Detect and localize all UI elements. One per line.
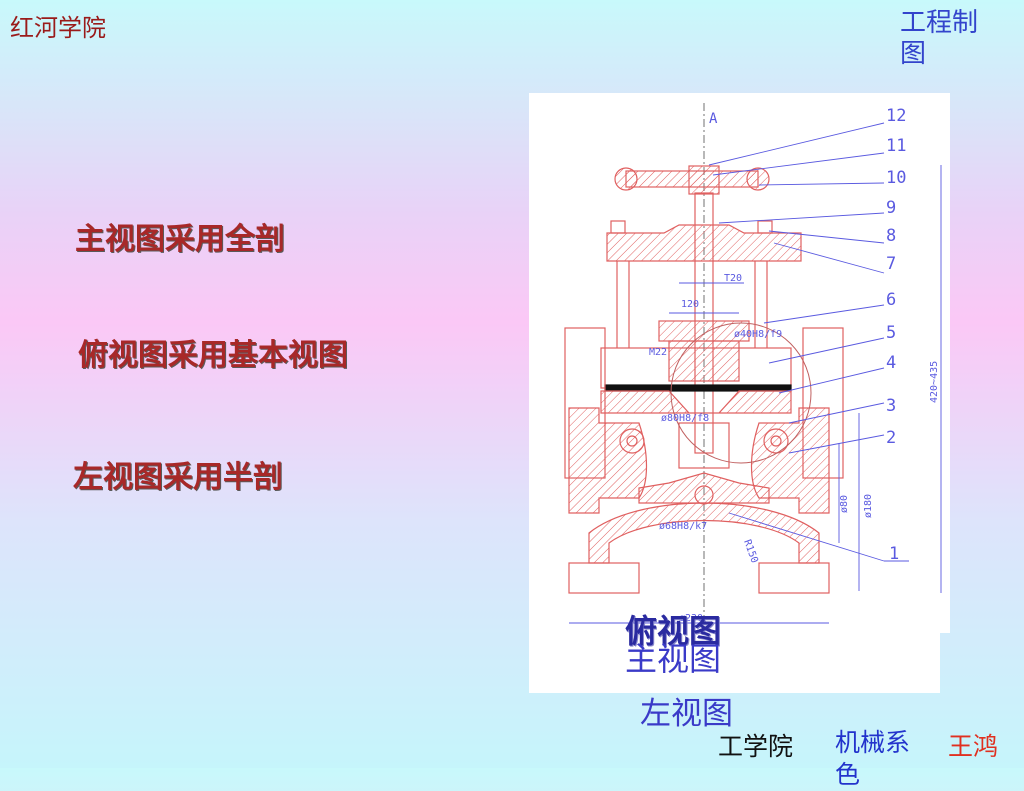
valve-drawing: A 12 11 10 9 8 7 6 5 4 3 2 1 T20 120 ø40… bbox=[564, 103, 942, 633]
dim-label: R150 bbox=[741, 538, 760, 564]
top-view-caption: 俯视图 bbox=[625, 612, 722, 650]
front-view-caption: 主视图 bbox=[625, 640, 722, 678]
part-number: 5 bbox=[886, 323, 896, 343]
footer-dept: 机械系色 bbox=[835, 728, 911, 789]
bullet-front-view: 主视图采用全剖 bbox=[75, 222, 285, 257]
part-number: 7 bbox=[886, 254, 896, 274]
bullet-left-view: 左视图采用半剖 bbox=[73, 460, 283, 495]
part-number: 9 bbox=[886, 198, 896, 218]
part-number: 6 bbox=[886, 290, 896, 310]
dim-label: 420~435 bbox=[929, 361, 940, 403]
footer-author: 王鸿 bbox=[948, 732, 999, 761]
school-name: 红河学院 bbox=[10, 14, 106, 42]
dim-label: M22 bbox=[649, 347, 667, 358]
left-view-caption: 左视图 bbox=[640, 696, 733, 732]
section-label: A bbox=[709, 111, 718, 127]
part-number: 12 bbox=[886, 106, 906, 126]
bullet-top-view: 俯视图采用基本视图 bbox=[78, 338, 348, 373]
drawing-background-lower bbox=[529, 630, 940, 693]
dim-label: 120 bbox=[681, 299, 699, 310]
dim-label: ø230 bbox=[679, 613, 703, 624]
dim-label: ø40H8/f9 bbox=[734, 329, 782, 340]
part-number: 3 bbox=[886, 396, 896, 416]
course-title: 工程制图 bbox=[900, 8, 979, 69]
dim-label: ø80 bbox=[839, 495, 850, 513]
dim-label: T20 bbox=[724, 273, 742, 284]
part-number: 11 bbox=[886, 136, 906, 156]
dim-label: ø180 bbox=[863, 494, 874, 518]
dim-label: ø68H8/k7 bbox=[659, 521, 707, 532]
footer-college: 工学院 bbox=[718, 732, 794, 761]
dim-label: ø80H8/f8 bbox=[661, 413, 709, 424]
part-number: 4 bbox=[886, 353, 896, 373]
part-number: 8 bbox=[886, 226, 896, 246]
part-number: 10 bbox=[886, 168, 906, 188]
part-number: 2 bbox=[886, 428, 896, 448]
part-number: 1 bbox=[889, 544, 899, 564]
